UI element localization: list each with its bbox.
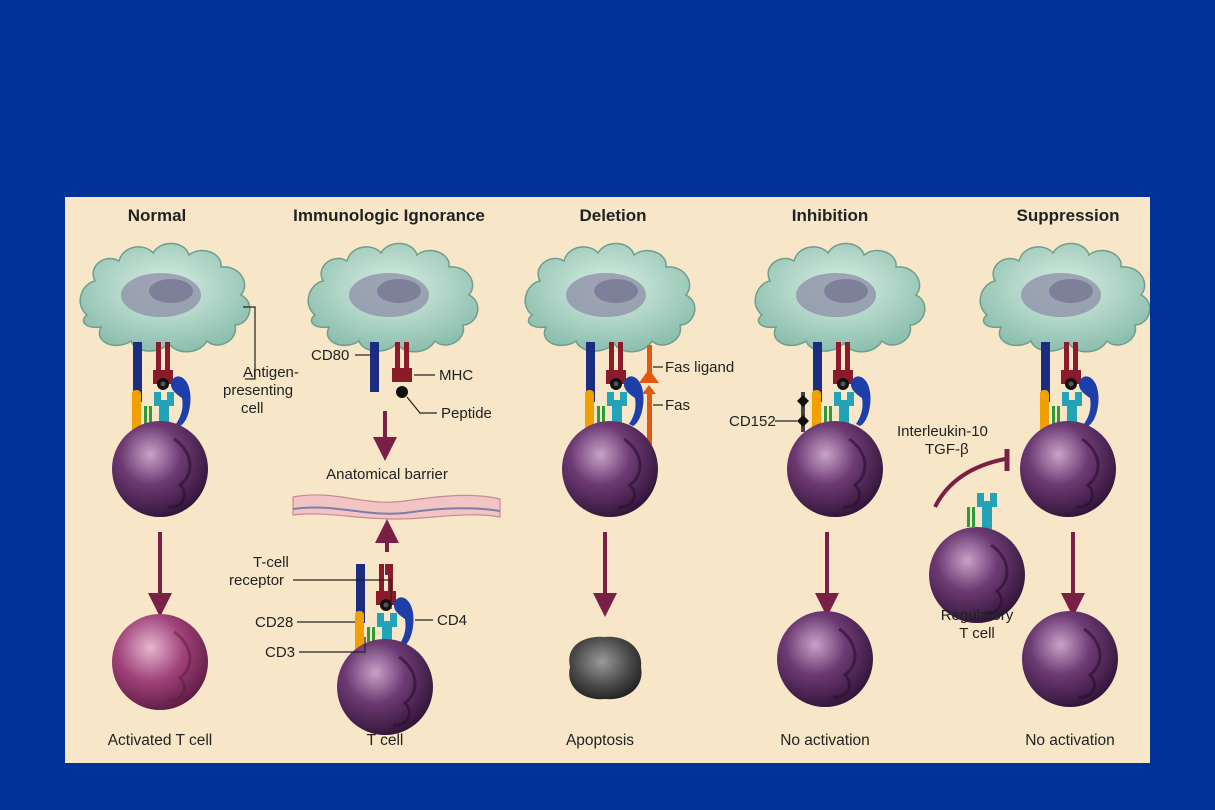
caption-suppression: No activation bbox=[1025, 732, 1115, 749]
label-apc-2: presenting bbox=[223, 382, 293, 399]
activated-t-cell bbox=[110, 612, 210, 712]
t-cell-normal bbox=[110, 419, 210, 519]
label-cd28: CD28 bbox=[255, 614, 293, 631]
caption-ignorance: T cell bbox=[367, 732, 404, 749]
label-cd3: CD3 bbox=[265, 644, 295, 661]
column-title-deletion: Deletion bbox=[579, 206, 646, 225]
label-apc-3: cell bbox=[241, 400, 264, 417]
tolerance-diagram: Normal Immunologic Ignorance Deletion In… bbox=[79, 206, 1151, 749]
label-fas: Fas bbox=[665, 397, 690, 414]
apc-inhibition bbox=[754, 242, 926, 353]
label-cd152: CD152 bbox=[729, 413, 776, 430]
label-tcr-2: receptor bbox=[229, 572, 284, 589]
t-cell-ignorance bbox=[335, 637, 435, 737]
inhibition-arrow-icon bbox=[933, 457, 1006, 508]
label-cd80: CD80 bbox=[311, 347, 349, 364]
receptor-complex-suppression bbox=[1040, 342, 1099, 434]
label-fas-ligand: Fas ligand bbox=[665, 359, 734, 376]
label-interleukin: Interleukin-10 bbox=[897, 423, 988, 440]
apoptotic-cell-icon bbox=[569, 636, 642, 700]
barrier-icon bbox=[292, 494, 501, 520]
cd80-molecule bbox=[370, 342, 379, 392]
label-tcr-1: T-cell bbox=[253, 554, 289, 571]
cd152-icon bbox=[797, 392, 809, 432]
t-cell-no-activation-inhibition bbox=[775, 609, 875, 709]
t-cell-no-activation-suppression bbox=[1020, 609, 1120, 709]
mhc-stalk-right bbox=[404, 342, 409, 370]
apc-ignorance bbox=[307, 242, 479, 353]
apc-suppression bbox=[979, 242, 1151, 353]
label-regulatory-2: T cell bbox=[959, 625, 995, 642]
label-tgf: TGF-β bbox=[925, 441, 969, 458]
regulatory-receptor bbox=[967, 493, 997, 529]
apc-normal bbox=[79, 242, 251, 353]
caption-inhibition: No activation bbox=[780, 732, 870, 749]
label-cd4: CD4 bbox=[437, 612, 467, 629]
column-title-ignorance: Immunologic Ignorance bbox=[293, 206, 485, 225]
receptor-complex-inhibition bbox=[812, 342, 871, 434]
mhc-molecule bbox=[392, 368, 412, 382]
label-mhc: MHC bbox=[439, 367, 473, 384]
t-cell-suppression bbox=[1018, 419, 1118, 519]
t-cell-inhibition bbox=[785, 419, 885, 519]
fas-icon bbox=[642, 385, 656, 456]
apc-deletion bbox=[524, 242, 696, 353]
column-title-suppression: Suppression bbox=[1017, 206, 1120, 225]
label-apc-1: Antigen- bbox=[243, 364, 299, 381]
label-regulatory-1: Regulatory bbox=[941, 607, 1014, 624]
column-title-inhibition: Inhibition bbox=[792, 206, 868, 225]
receptor-complex-normal bbox=[132, 342, 191, 434]
fas-ligand-icon bbox=[639, 345, 659, 383]
peptide-icon bbox=[396, 386, 408, 398]
caption-deletion: Apoptosis bbox=[566, 732, 634, 749]
label-peptide: Peptide bbox=[441, 405, 492, 422]
t-cell-deletion bbox=[560, 419, 660, 519]
caption-normal: Activated T cell bbox=[108, 732, 213, 749]
diagram-panel: Normal Immunologic Ignorance Deletion In… bbox=[65, 197, 1151, 763]
column-title-normal: Normal bbox=[128, 206, 187, 225]
mhc-stalk-left bbox=[395, 342, 400, 370]
apc-leader-line bbox=[243, 306, 256, 380]
label-anatomical-barrier: Anatomical barrier bbox=[326, 466, 448, 483]
receptor-complex-deletion bbox=[585, 342, 644, 434]
